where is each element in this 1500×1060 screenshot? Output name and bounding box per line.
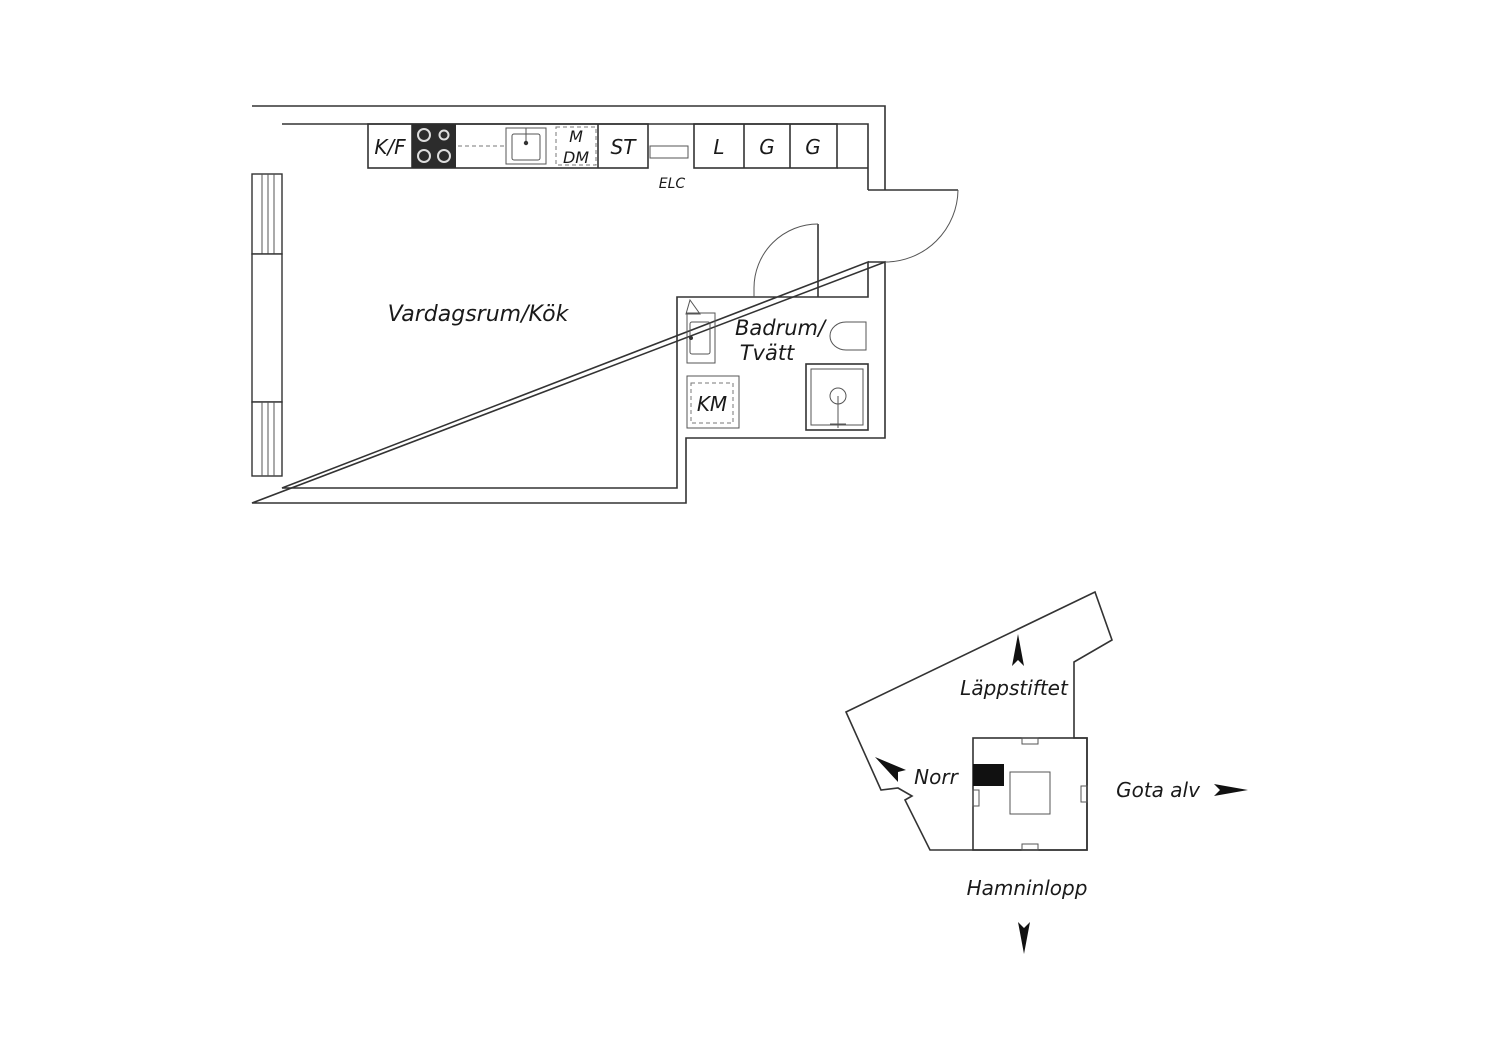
river-label: Gota alv: [1116, 778, 1201, 802]
kitchen-sink-icon: [505, 127, 547, 165]
bathroom-door: [753, 223, 819, 297]
apartment-location-marker: [973, 764, 1004, 786]
street-label: Läppstiftet: [960, 676, 1069, 700]
entrance-door: [884, 189, 959, 263]
arrow-down-icon: [1018, 922, 1030, 954]
washing-machine-label: KM: [697, 392, 727, 416]
window-middle: [251, 253, 283, 403]
closet-g2-label: G: [805, 135, 821, 159]
washing-machine-box: [686, 375, 740, 429]
kitchen-counter: [367, 123, 649, 169]
north-label: Norr: [914, 765, 959, 789]
bathroom-label-line1: Badrum/: [735, 316, 827, 340]
closets: [693, 123, 868, 169]
arrow-right-icon: [1214, 784, 1248, 796]
arrow-northwest-icon: [875, 757, 906, 782]
washing-machine-inner: [690, 382, 734, 424]
harbor-label: Hamninlopp: [967, 876, 1088, 900]
fridge-freezer-label: K/F: [374, 135, 406, 159]
electric-cabinet: [649, 145, 689, 159]
window-lower: [251, 401, 283, 477]
courtyard: [1009, 771, 1051, 815]
living-room-label: Vardagsrum/Kök: [388, 302, 570, 327]
stove-icon: [412, 124, 456, 168]
toilet-icon: [829, 321, 867, 351]
microwave-label: M: [569, 127, 583, 146]
electric-cabinet-label: ELC: [659, 176, 686, 192]
building-block: [972, 737, 1088, 851]
storage-label: ST: [611, 135, 638, 159]
washbasin-icon: [685, 298, 716, 364]
closet-g1-label: G: [759, 135, 775, 159]
microwave-dishwasher-box: [555, 126, 597, 166]
window-upper: [251, 173, 283, 255]
site-map: [844, 590, 1113, 851]
bathroom-label-line2: Tvätt: [740, 341, 795, 365]
arrow-up-icon: [1012, 634, 1024, 666]
dishwasher-label: DM: [563, 148, 589, 167]
closet-l-label: L: [713, 135, 724, 159]
shower-icon: [805, 363, 869, 431]
